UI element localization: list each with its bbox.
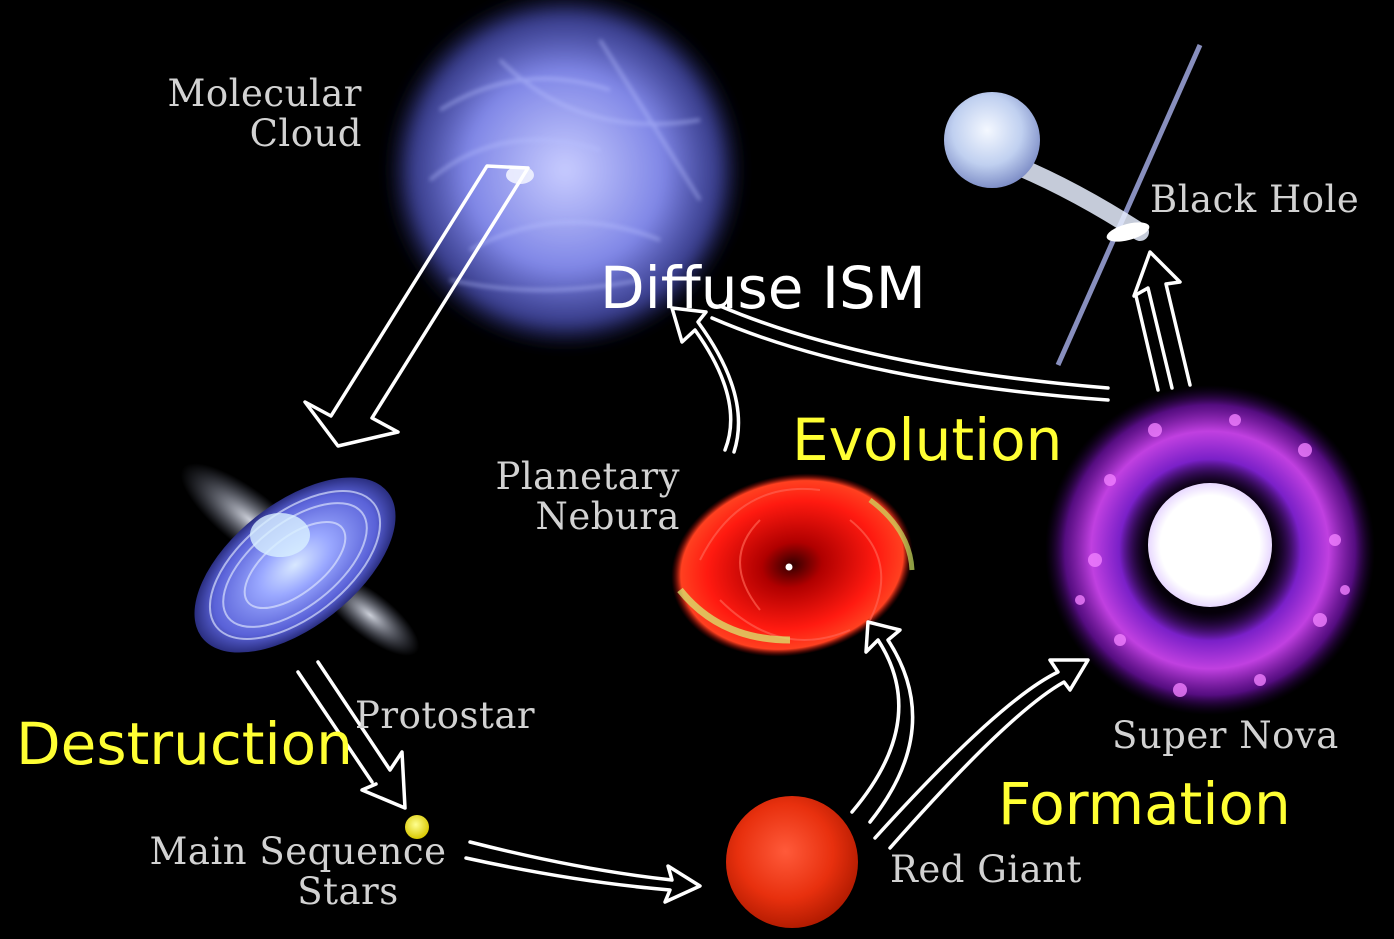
overlay-formation: Formation	[998, 772, 1291, 836]
label-red-giant: Red Giant	[890, 850, 1082, 890]
label-main-sequence-line2: Stars	[228, 872, 468, 912]
label-molecular-cloud-line2: Cloud	[148, 114, 362, 154]
label-molecular-cloud: Molecular Cloud	[130, 74, 362, 154]
label-main-sequence: Main Sequence Stars	[128, 832, 468, 912]
label-protostar: Protostar	[355, 696, 535, 736]
super-nova-image	[1045, 385, 1375, 715]
arrow-nebula-to-ism	[672, 308, 739, 452]
label-black-hole: Black Hole	[1150, 180, 1359, 220]
overlay-destruction: Destruction	[16, 712, 353, 776]
label-planetary-nebula-line1: Planetary	[440, 457, 680, 497]
arrow-red-giant-to-nebula	[852, 622, 913, 822]
protostar-image	[164, 443, 431, 686]
arrow-main-sequence-to-red-giant	[466, 842, 700, 902]
planetary-nebula-image	[654, 452, 930, 679]
red-giant-image	[726, 796, 858, 928]
label-super-nova: Super Nova	[1112, 716, 1339, 756]
overlay-evolution: Evolution	[792, 408, 1062, 472]
label-planetary-nebula: Planetary Nebura	[440, 457, 680, 537]
overlay-diffuse-ism: Diffuse ISM	[600, 256, 926, 320]
label-planetary-nebula-line2: Nebura	[440, 497, 680, 537]
label-main-sequence-line1: Main Sequence	[128, 832, 468, 872]
label-molecular-cloud-line1: Molecular	[130, 74, 362, 114]
